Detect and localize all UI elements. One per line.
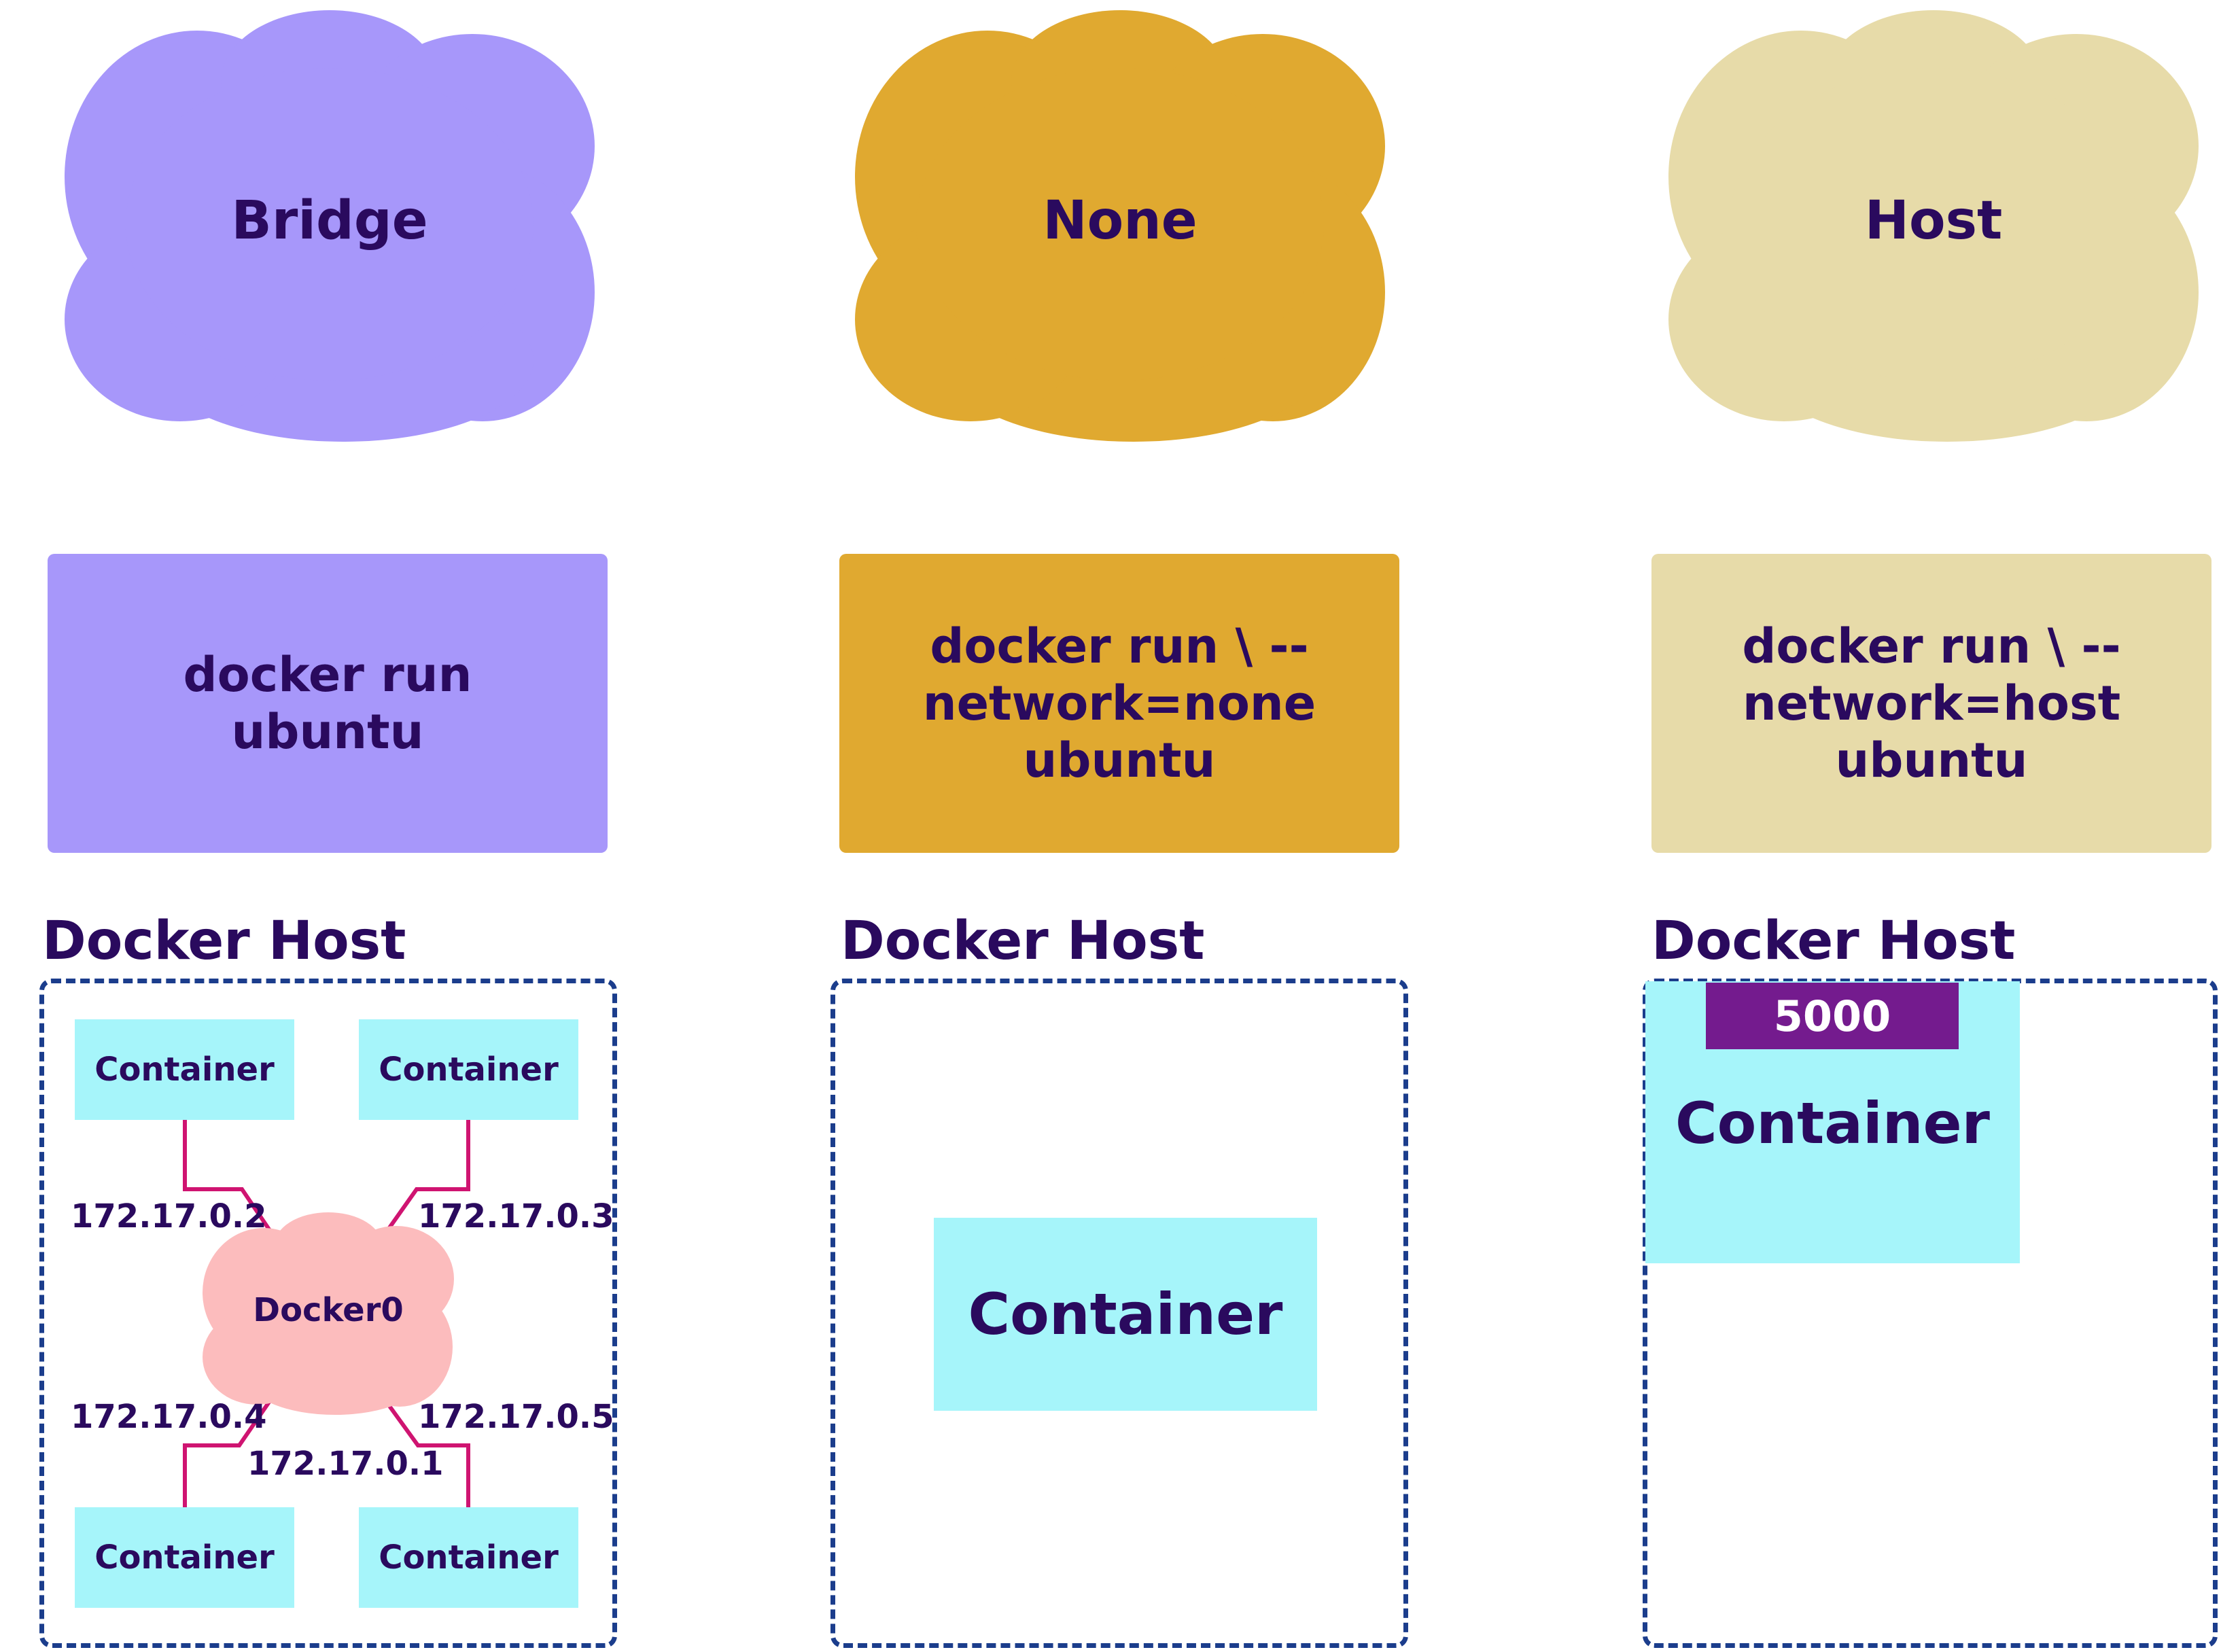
- command-line: ubuntu: [231, 704, 424, 760]
- container-ip-label: 172.17.0.5: [418, 1398, 614, 1436]
- docker-host-title-host: Docker Host: [1651, 911, 2016, 972]
- container-box: Container: [75, 1019, 294, 1120]
- cloud-shape-icon: [855, 10, 1385, 442]
- docker-host-box-none: [830, 979, 1408, 1648]
- command-line: docker run: [183, 647, 472, 703]
- host-command-box: docker run \ -- network=host ubuntu: [1651, 554, 2211, 853]
- container-box: Container: [359, 1507, 578, 1608]
- host-network-cloud: Host: [1668, 7, 2199, 442]
- container-box: Container: [934, 1218, 1317, 1411]
- command-line: docker run \ --: [930, 618, 1309, 674]
- docker0-bridge-cloud: Docker0: [203, 1211, 454, 1415]
- port-badge: 5000: [1706, 983, 1959, 1049]
- command-line: ubuntu: [1835, 733, 2028, 788]
- docker-host-title-bridge: Docker Host: [42, 911, 406, 972]
- container-ip-label: 172.17.0.3: [418, 1197, 614, 1235]
- container-box: Container: [359, 1019, 578, 1120]
- docker-host-box-host: [1643, 979, 2218, 1648]
- cloud-shape-icon: [203, 1212, 454, 1415]
- cloud-shape-icon: [1668, 10, 2199, 442]
- network-name-none: None: [1043, 190, 1197, 251]
- cloud-shape-icon: [65, 10, 595, 442]
- docker-host-title-none: Docker Host: [841, 911, 1205, 972]
- command-line: ubuntu: [1023, 733, 1216, 788]
- container-label: Container: [1675, 1090, 1990, 1157]
- bridge-command-box: docker run ubuntu: [48, 554, 608, 853]
- command-line: network=host: [1742, 675, 2121, 731]
- docker0-label: Docker0: [253, 1291, 404, 1329]
- network-name-bridge: Bridge: [231, 190, 428, 251]
- none-command-box: docker run \ -- network=none ubuntu: [839, 554, 1399, 853]
- command-line: network=none: [922, 675, 1316, 731]
- bridge-network-cloud: Bridge: [65, 7, 595, 442]
- container-box: Container: [75, 1507, 294, 1608]
- gateway-ip-label: 172.17.0.1: [247, 1445, 444, 1483]
- network-name-host: Host: [1864, 190, 2003, 251]
- container-ip-label: 172.17.0.4: [71, 1398, 267, 1436]
- command-line: docker run \ --: [1742, 618, 2121, 674]
- container-ip-label: 172.17.0.2: [71, 1197, 267, 1235]
- docker-host-box-bridge: [39, 979, 617, 1648]
- none-network-cloud: None: [855, 7, 1385, 442]
